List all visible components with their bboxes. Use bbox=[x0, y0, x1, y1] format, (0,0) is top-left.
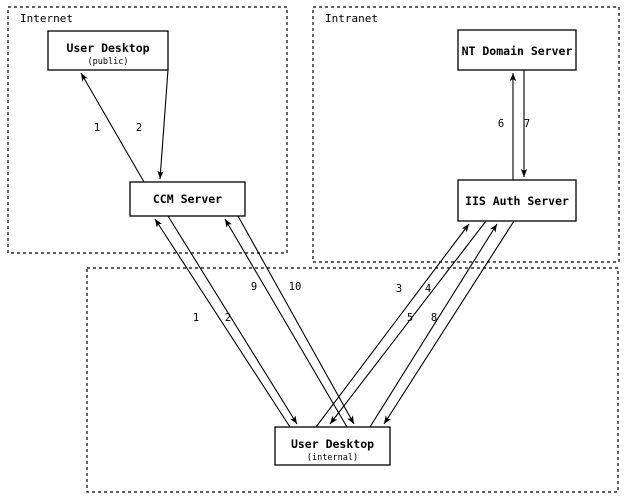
zone-internal-lan-boundary bbox=[86, 267, 619, 493]
zone-group: Internet Intranet bbox=[7, 6, 620, 493]
zone-internet-label: Internet bbox=[20, 12, 73, 25]
flow-line-4-iis-to-internal bbox=[329, 220, 487, 425]
flow-line-5-internal-to-iis bbox=[369, 223, 498, 428]
step-label-9: 9 bbox=[251, 281, 257, 293]
step-label-2-public: 2 bbox=[136, 122, 142, 134]
node-subtitle-user-desktop-internal: (internal) bbox=[307, 453, 358, 463]
step-label-3: 3 bbox=[396, 283, 402, 295]
step-label-10: 10 bbox=[289, 281, 302, 293]
node-title-iis-auth-server: IIS Auth Server bbox=[465, 194, 569, 208]
node-ccm-server[interactable]: CCM Server bbox=[129, 181, 246, 217]
step-label-2-internal: 2 bbox=[225, 312, 231, 324]
node-title-user-desktop-internal: User Desktop bbox=[291, 437, 374, 451]
node-iis-auth-server[interactable]: IIS Auth Server bbox=[457, 179, 577, 222]
step-label-7: 7 bbox=[524, 118, 530, 130]
node-title-nt-domain-server: NT Domain Server bbox=[462, 44, 573, 58]
flow-line-10-ccm-to-internal bbox=[237, 215, 355, 425]
flow-line-3-internal-to-iis bbox=[315, 223, 470, 428]
node-user-desktop-public[interactable]: User Desktop (public) bbox=[47, 30, 169, 71]
step-label-6: 6 bbox=[498, 118, 504, 130]
node-title-user-desktop-public: User Desktop bbox=[66, 41, 149, 55]
node-subtitle-user-desktop-public: (public) bbox=[88, 57, 129, 67]
step-label-8: 8 bbox=[431, 312, 437, 324]
node-user-desktop-internal[interactable]: User Desktop (internal) bbox=[274, 426, 391, 466]
step-label-1-internal: 1 bbox=[193, 312, 199, 324]
step-label-4: 4 bbox=[425, 283, 431, 295]
flow-line-1-public-to-ccm bbox=[80, 72, 145, 183]
node-title-ccm-server: CCM Server bbox=[153, 192, 222, 206]
node-box-iis-auth-server[interactable] bbox=[457, 179, 577, 222]
zone-intranet-boundary bbox=[312, 6, 620, 263]
node-box-ccm-server[interactable] bbox=[129, 181, 246, 217]
flow-line-2-ccm-to-public bbox=[157, 69, 169, 180]
flow-line-1-internal-to-ccm bbox=[154, 218, 291, 428]
step-label-1-public: 1 bbox=[94, 122, 100, 134]
node-nt-domain-server[interactable]: NT Domain Server bbox=[457, 29, 577, 71]
step-labels-group: 1 2 1 2 9 10 3 4 5 8 6 7 bbox=[94, 118, 530, 324]
flow-line-9-internal-to-ccm bbox=[224, 218, 348, 428]
node-box-nt-domain-server[interactable] bbox=[457, 29, 577, 71]
step-label-5: 5 bbox=[407, 312, 413, 324]
zone-intranet-label: Intranet bbox=[325, 12, 378, 25]
zone-internet-boundary bbox=[7, 6, 288, 254]
flow-line-2-ccm-to-internal bbox=[167, 215, 298, 425]
node-box-user-desktop-internal[interactable] bbox=[274, 426, 391, 466]
flow-line-8-iis-to-internal bbox=[383, 220, 515, 425]
node-box-user-desktop-public[interactable] bbox=[47, 30, 169, 71]
nodes-group: User Desktop (public) CCM Server NT Doma… bbox=[47, 29, 577, 466]
flow-lines-group bbox=[80, 69, 528, 428]
